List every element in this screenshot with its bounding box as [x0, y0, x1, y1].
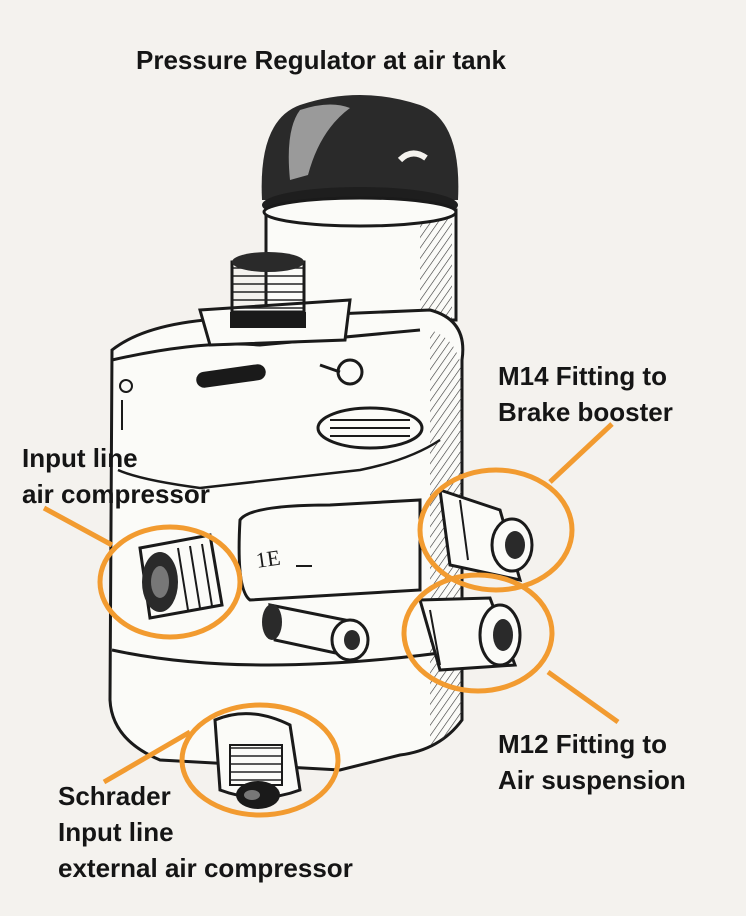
diagram-title: Pressure Regulator at air tank: [136, 45, 506, 75]
label-line: M14 Fitting to: [498, 361, 667, 391]
callout-input: [42, 505, 243, 640]
schrader-valve: [213, 712, 302, 809]
label-line: Input line: [22, 443, 138, 473]
center-block: 1E: [237, 498, 422, 602]
label-m12-fitting: M12 Fitting to Air suspension: [498, 726, 686, 798]
callout-m14: [417, 422, 614, 593]
label-line: Air suspension: [498, 765, 686, 795]
nameplate: [316, 406, 424, 450]
label-line: external air compressor: [58, 853, 353, 883]
label-line: air compressor: [22, 479, 210, 509]
upper-cylinder: [262, 196, 458, 322]
label-m14-fitting: M14 Fitting to Brake booster: [498, 358, 673, 430]
label-line: Input line: [58, 817, 174, 847]
side-bolt: [319, 358, 364, 386]
label-line: Schrader: [58, 781, 171, 811]
m12-fitting: [418, 596, 522, 672]
input-fitting: [138, 533, 224, 620]
label-input-line: Input line air compressor: [22, 440, 210, 512]
callout-m12: [401, 572, 620, 725]
label-schrader: Schrader Input line external air compres…: [58, 778, 353, 886]
callout-schrader: [102, 702, 341, 818]
m14-fitting: [438, 487, 534, 582]
center-tube: [262, 603, 370, 662]
label-line: Brake booster: [498, 397, 673, 427]
label-line: M12 Fitting to: [498, 729, 667, 759]
adjust-screw: [198, 252, 352, 347]
svg-text:1E: 1E: [254, 545, 282, 573]
